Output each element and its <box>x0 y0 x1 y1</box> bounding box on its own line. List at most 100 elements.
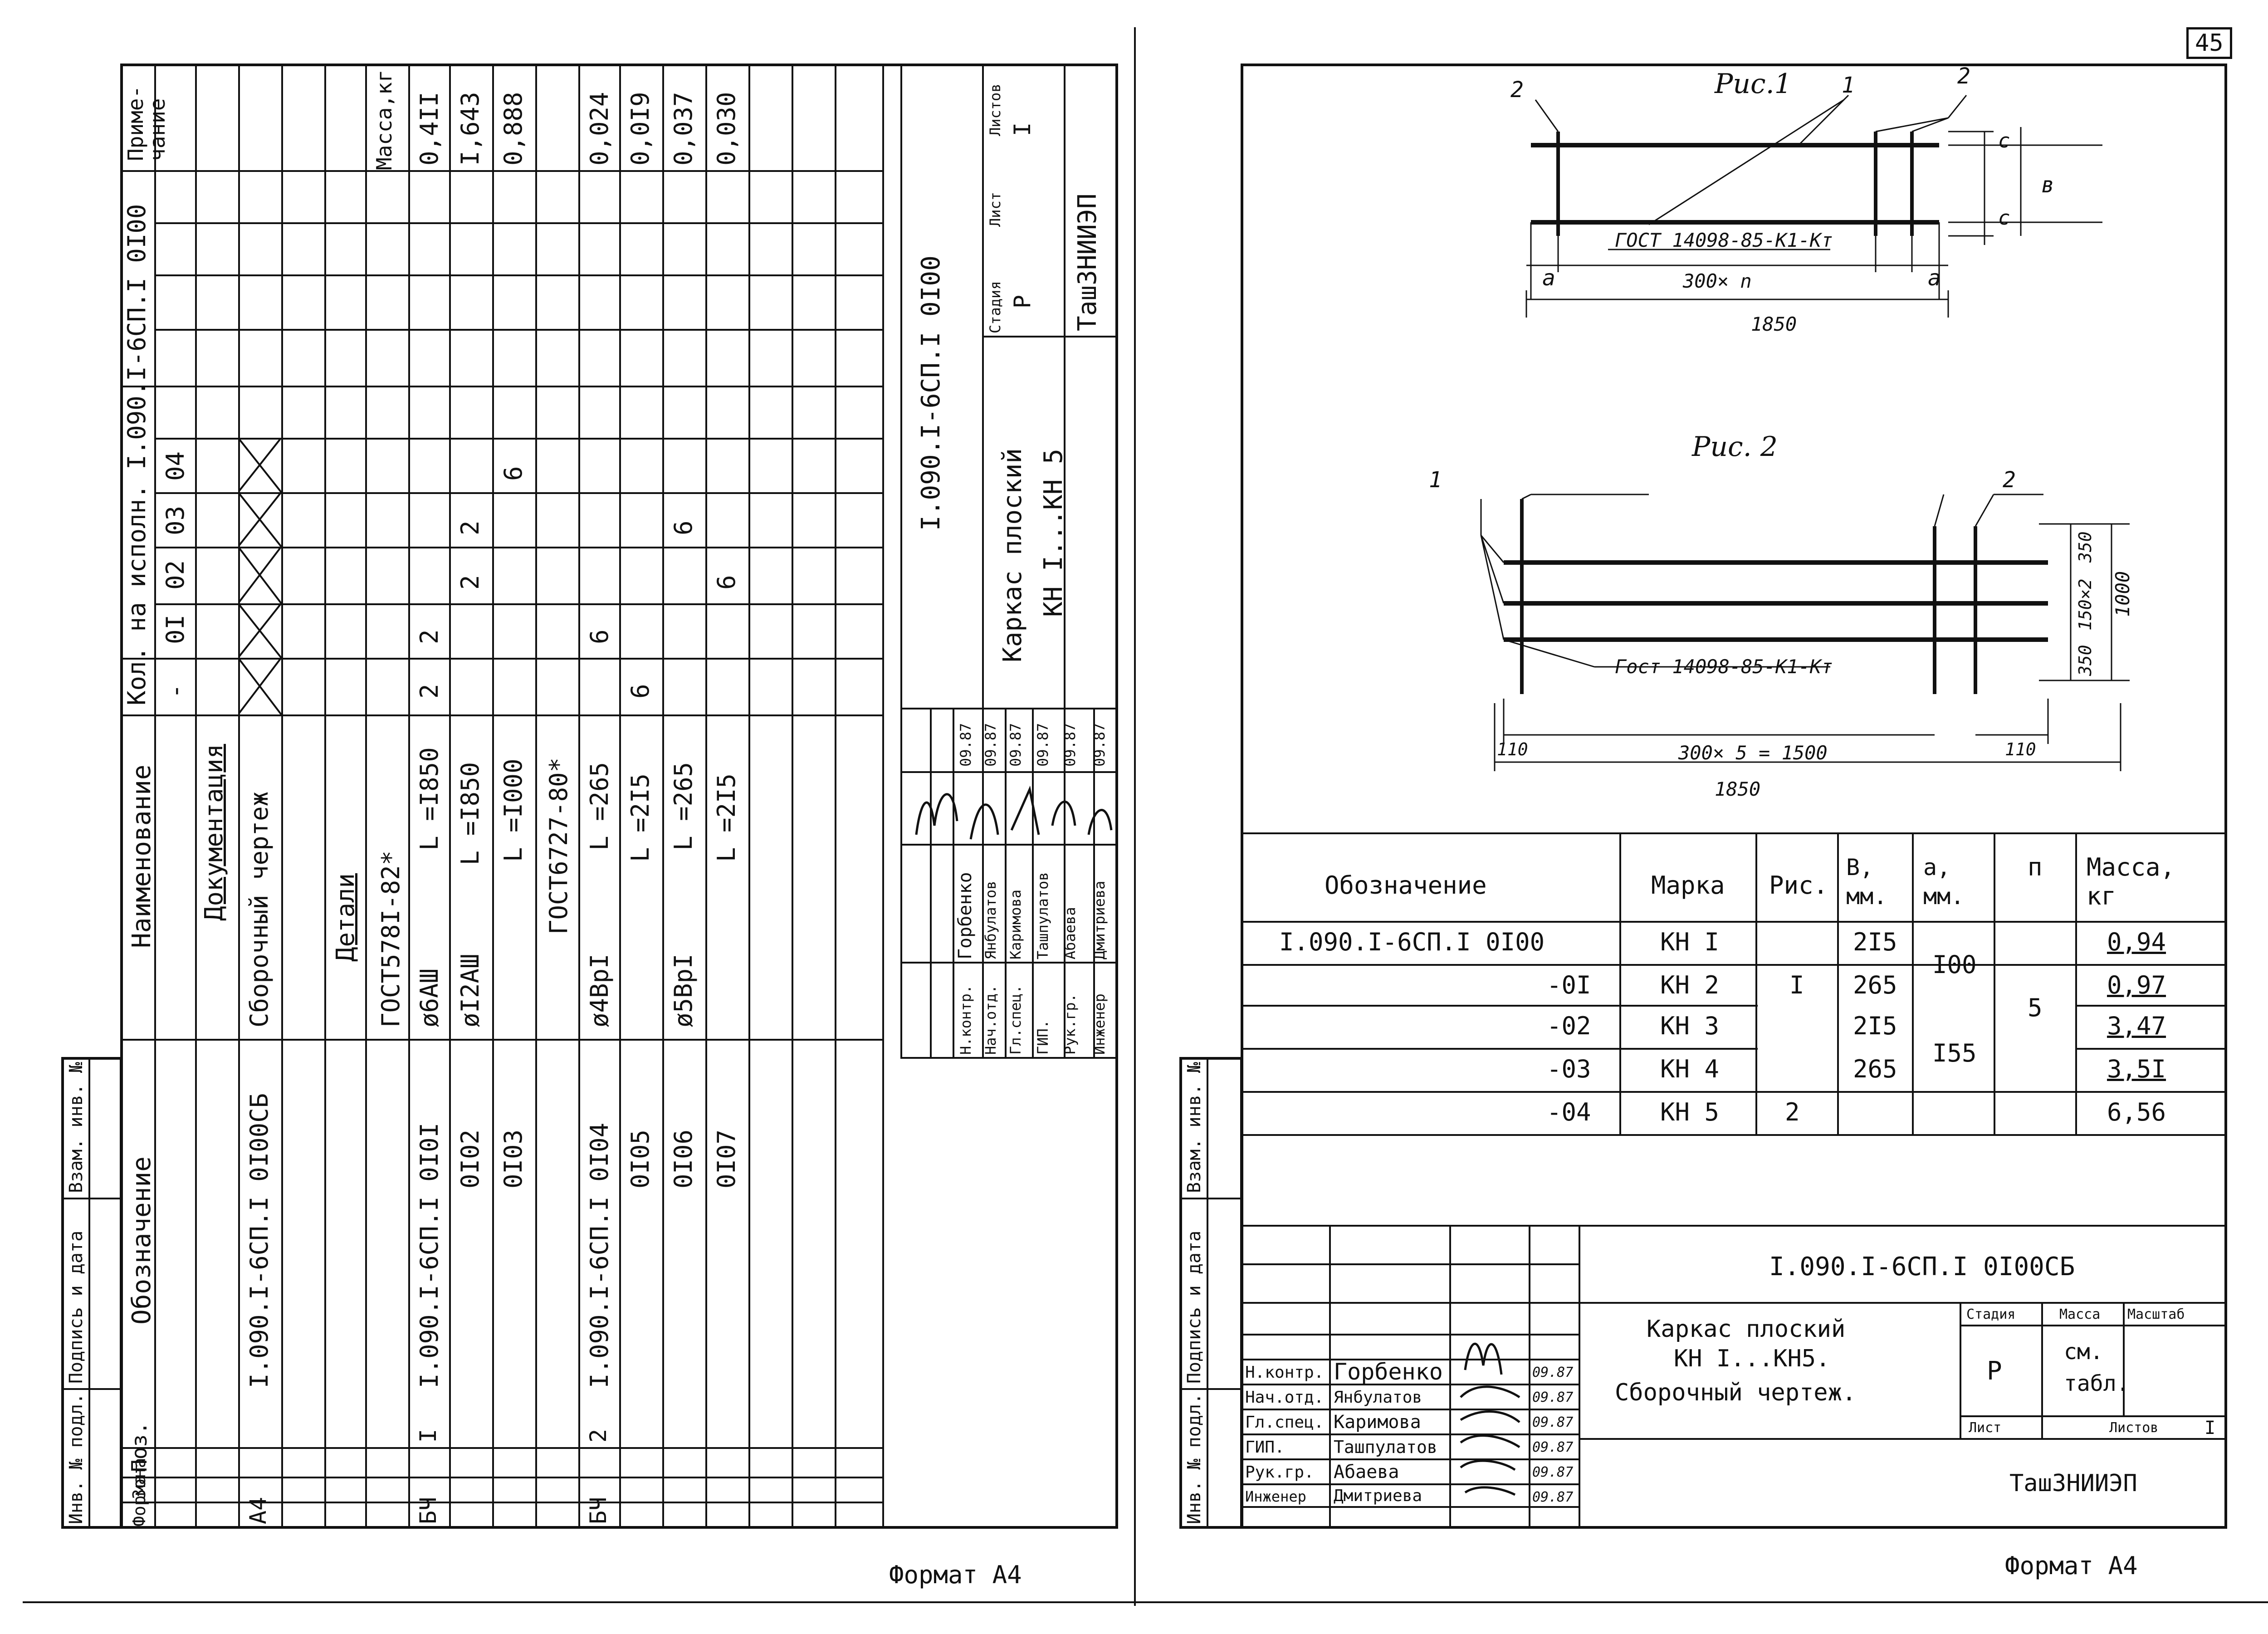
left-sig-name: Горбенко <box>955 872 976 959</box>
tb-line <box>1960 1415 2227 1417</box>
table-line <box>1241 832 2227 834</box>
spec-row-format: БЧ <box>585 1497 611 1524</box>
spec-row-designation: 0I06 <box>669 1129 698 1189</box>
spec-row-line <box>535 64 537 1529</box>
tb-line <box>982 64 984 1057</box>
qty-subgrid-line <box>154 222 882 224</box>
table-row-b: 265 <box>1853 971 1897 999</box>
spec-header-exec-4: 04 <box>161 451 190 481</box>
fig1-c-top: c <box>1998 129 2010 152</box>
left-signature-scribbles <box>915 785 1113 840</box>
fig1-gost-label: ГОСТ 14098-85-К1-Кт <box>1615 229 1833 251</box>
spec-row-name: øI2АШ L =I850 <box>456 762 484 1027</box>
spec-band-line <box>120 658 882 660</box>
right-sig-role: Гл.спец. <box>1245 1413 1324 1432</box>
spec-band-line <box>120 170 882 172</box>
spec-row-designation: 0I05 <box>626 1129 655 1189</box>
spec-header-name: Наименование <box>127 764 156 948</box>
right-sig-name: Абаева <box>1334 1462 1399 1482</box>
spec-row-line <box>882 64 884 1529</box>
table-line <box>1619 832 1621 1134</box>
left-sig-role: Инженер <box>1091 993 1108 1055</box>
spec-row-line <box>281 64 283 1529</box>
tb-line <box>1449 1225 1451 1529</box>
fig2-dim-150: 150×2 <box>2075 578 2095 631</box>
fig1-a-left: a <box>1542 265 1555 291</box>
right-stage-header: Стадия <box>1966 1306 2016 1322</box>
tb-sig-line <box>1241 1433 1579 1435</box>
table-row-b: 2I5 <box>1853 928 1897 956</box>
spec-row-line <box>154 64 156 1529</box>
right-sig-name: Ташпулатов <box>1334 1437 1437 1457</box>
spec-row-line <box>449 64 451 1529</box>
spec-row-line <box>835 64 836 1529</box>
table-header-designation: Обозначение <box>1325 871 1487 900</box>
tb-line <box>1579 1302 2227 1304</box>
right-sig-name: Горбенко <box>1334 1359 1443 1385</box>
table-header-fig: Рис. <box>1769 871 1828 900</box>
tb-sig-line <box>1241 1483 1579 1485</box>
spec-row-designation: I.090.I-6СП.I 0I04 <box>585 1122 614 1388</box>
table-row-mass: 0,94 <box>2107 928 2166 956</box>
spec-band-line <box>120 1039 882 1041</box>
margin-divider <box>1179 1198 1243 1199</box>
spec-row-note: 0,888 <box>499 92 528 166</box>
spec-row-pos: I <box>415 1429 441 1443</box>
table-row-mark: КН 5 <box>1660 1098 1720 1126</box>
table-line <box>2075 832 2077 1134</box>
right-sig-name: Янбулатов <box>1334 1388 1422 1407</box>
fig2-title: Рис. 2 <box>1692 431 1778 463</box>
right-title-name-1: Каркас плоский <box>1647 1316 1846 1343</box>
spec-row-designation: I.090.I-6СП.I 0I0I <box>415 1122 444 1388</box>
margin-divider <box>61 1388 122 1390</box>
margin-divider <box>61 1198 122 1199</box>
tb-line <box>1960 1302 1961 1438</box>
spec-row-line <box>705 64 707 1529</box>
spec-row-line <box>195 64 197 1529</box>
spec-row-name: ГОСТ6727-80* <box>544 757 573 934</box>
tb-sig-line <box>930 708 932 1057</box>
right-sig-role: Рук.гр. <box>1245 1463 1314 1482</box>
table-line <box>1241 1091 2227 1093</box>
right-title-name-2: КН I...КН5. <box>1674 1345 1830 1372</box>
spec-row-line <box>238 64 240 1529</box>
left-sig-date: 09.87 <box>1061 723 1079 767</box>
left-stage-value: Р <box>1009 294 1036 308</box>
fig2-spacing: 300× 5 = 1500 <box>1678 742 1828 764</box>
table-fig-merged-2: 2 <box>1785 1098 1800 1126</box>
fig2-dim-350b: 350 <box>2075 645 2095 676</box>
spec-row-line <box>662 64 664 1529</box>
page-number: 45 <box>2186 27 2232 59</box>
tb-sig-line <box>1241 1359 1579 1360</box>
table-row-designation: -03 <box>1547 1055 1591 1083</box>
tb-sig-line <box>1005 708 1007 1057</box>
right-margin-label-sign: Подпись и дата <box>1184 1230 1205 1384</box>
fig2-dim-350a: 350 <box>2075 531 2095 563</box>
tb-sig-line <box>1241 1384 1579 1385</box>
right-sig-date: 09.87 <box>1532 1464 1574 1480</box>
right-sheet-frame <box>1241 64 2227 1529</box>
table-header-mark: Марка <box>1651 871 1725 900</box>
right-sheets-value: I <box>2204 1418 2216 1438</box>
right-signature-scribbles <box>1460 1342 1520 1496</box>
page-bottom-line <box>23 1601 2268 1603</box>
table-row-mark: КН I <box>1660 928 1720 956</box>
tb-line <box>1579 1438 2227 1440</box>
left-sig-name: Ташпулатов <box>1034 872 1051 959</box>
right-format-label: Формат А4 <box>2005 1551 2138 1580</box>
left-margin-label-sign: Подпись и дата <box>66 1230 87 1384</box>
spec-band-line <box>154 492 882 494</box>
spec-row-name: L =2I5 <box>626 773 655 862</box>
right-sig-role: ГИП. <box>1245 1438 1285 1457</box>
spec-header-pos: Поз. <box>127 1422 152 1472</box>
spec-row-pos: 2 <box>585 1429 611 1443</box>
right-sig-role: Н.контр. <box>1245 1363 1324 1382</box>
spec-row-name: ø5ВрI L =265 <box>669 762 698 1027</box>
right-sig-date: 09.87 <box>1532 1389 1574 1405</box>
table-header-b: В, мм. <box>1846 854 1887 910</box>
spec-header-exec-0: - <box>161 684 190 699</box>
spec-band-line <box>120 1447 882 1449</box>
left-sig-role: Рук.гр. <box>1061 993 1079 1055</box>
table-line <box>1994 832 1995 1134</box>
left-format-label: Формат А4 <box>889 1561 1022 1589</box>
